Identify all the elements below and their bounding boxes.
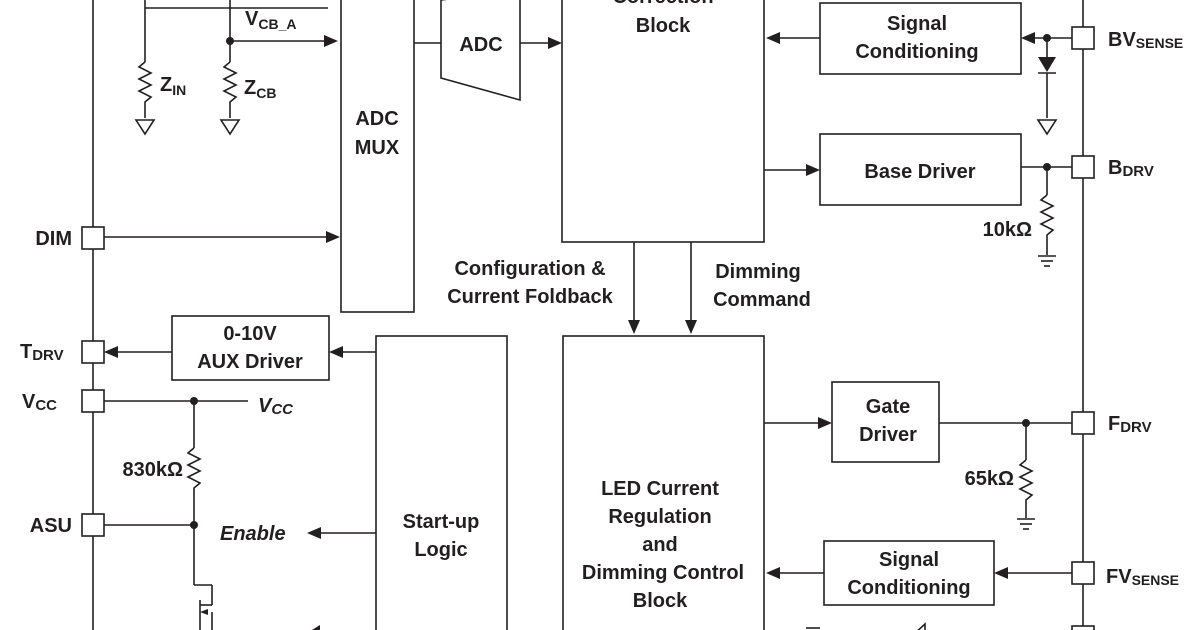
bdrv-pin-label: BDRV	[1108, 157, 1154, 180]
zin-ground-icon	[134, 119, 156, 136]
aux-driver-line2: AUX Driver	[197, 351, 303, 373]
asu-pin-label: ASU	[30, 515, 72, 537]
zcb-resistor	[222, 61, 238, 118]
correction-block	[561, 0, 765, 243]
arrow-icon	[766, 567, 780, 579]
base-driver-label: Base Driver	[864, 161, 975, 183]
vcc-internal-label: VCC	[258, 395, 294, 418]
fdrv-pin	[1071, 411, 1095, 435]
aux-driver-block	[171, 315, 330, 381]
r830k-label: 830kΩ	[122, 459, 183, 481]
arrow-icon	[324, 35, 338, 47]
adc-mux-block	[340, 0, 415, 313]
zin-label: ZIN	[160, 74, 186, 98]
adc-block	[440, 0, 521, 102]
config-label-line1: Configuration &	[454, 258, 605, 280]
led-regulation-block	[562, 335, 765, 630]
fdrv-pin-label: FDRV	[1108, 413, 1152, 436]
startup-logic-block	[375, 335, 508, 630]
arrow-icon	[312, 625, 320, 630]
arrow-icon	[307, 527, 321, 539]
correction-line2: Block	[636, 15, 691, 37]
zcb-ground-icon	[219, 119, 241, 136]
gate-driver-line2: Driver	[859, 424, 917, 446]
base-driver-block	[819, 133, 1022, 206]
r10k-label: 10kΩ	[983, 219, 1032, 241]
vcc-pin	[81, 389, 105, 413]
dimming-label-line1: Dimming	[715, 261, 801, 283]
zin-resistor	[137, 61, 153, 118]
r830k-resistor	[186, 447, 202, 525]
r65k-resistor	[1018, 459, 1034, 518]
startup-line1: Start-up	[403, 511, 480, 533]
arrow-icon	[766, 32, 780, 44]
tdrv-pin-label: TDRV	[20, 341, 64, 364]
fvsense-pin	[1071, 561, 1095, 585]
enable-label: Enable	[220, 523, 286, 545]
asu-pin	[81, 513, 105, 537]
arrow-icon	[806, 164, 820, 176]
gate-driver-block	[831, 381, 940, 463]
dim-pin-label: DIM	[35, 228, 72, 250]
signal-cond-bottom-line1: Signal	[879, 549, 939, 571]
fvsense-pin-label: FVSENSE	[1106, 566, 1179, 588]
arrow-icon	[685, 320, 697, 334]
arrow-icon	[104, 346, 118, 358]
gate-driver-line1: Gate	[866, 396, 910, 418]
tdrv-pin	[81, 340, 105, 364]
arrow-icon	[628, 320, 640, 334]
dimming-label-line2: Command	[713, 289, 811, 311]
arrow-icon	[1021, 32, 1035, 44]
bvsense-pin-label: BVSENSE	[1108, 29, 1183, 51]
zcb-label: ZCB	[244, 77, 276, 101]
aux-driver-line1: 0-10V	[223, 323, 277, 345]
bvsense-pin	[1071, 26, 1095, 50]
signal-conditioning-bottom-block	[823, 540, 995, 606]
led-line3: and	[642, 534, 678, 556]
signal-cond-top-line2: Conditioning	[855, 41, 978, 63]
led-line4: Dimming Control	[582, 562, 744, 584]
arrow-icon	[329, 346, 343, 358]
led-line5: Block	[633, 590, 688, 612]
config-label-line2: Current Foldback	[447, 286, 613, 308]
signal-cond-bottom-line2: Conditioning	[847, 577, 970, 599]
bdrv-pin	[1071, 155, 1095, 179]
led-line2: Regulation	[608, 506, 711, 528]
cut-off-symbol-icon	[917, 622, 926, 630]
cut-off-pin	[1071, 625, 1095, 630]
r65k-label: 65kΩ	[965, 468, 1014, 490]
arrow-icon	[818, 417, 832, 429]
signal-conditioning-top-block	[819, 2, 1022, 75]
arrow-icon	[994, 567, 1008, 579]
vcb-a-label: VCB_A	[245, 8, 296, 32]
adc-label: ADC	[459, 34, 502, 56]
adc-mux-line1: ADC	[355, 108, 398, 130]
dim-pin	[81, 226, 105, 250]
adc-mux-line2: MUX	[355, 137, 400, 159]
led-line1: LED Current	[601, 478, 719, 500]
signal-cond-top-line1: Signal	[887, 13, 947, 35]
r10k-resistor	[1039, 194, 1055, 255]
arrow-icon	[200, 609, 208, 615]
startup-line2: Logic	[414, 539, 467, 561]
arrow-icon	[326, 231, 340, 243]
arrow-icon	[548, 37, 562, 49]
vcc-pin-label: VCC	[22, 391, 57, 414]
diode-ground-icon	[1036, 119, 1058, 136]
correction-line1: Correction	[612, 0, 713, 8]
diode-icon	[1038, 57, 1056, 72]
